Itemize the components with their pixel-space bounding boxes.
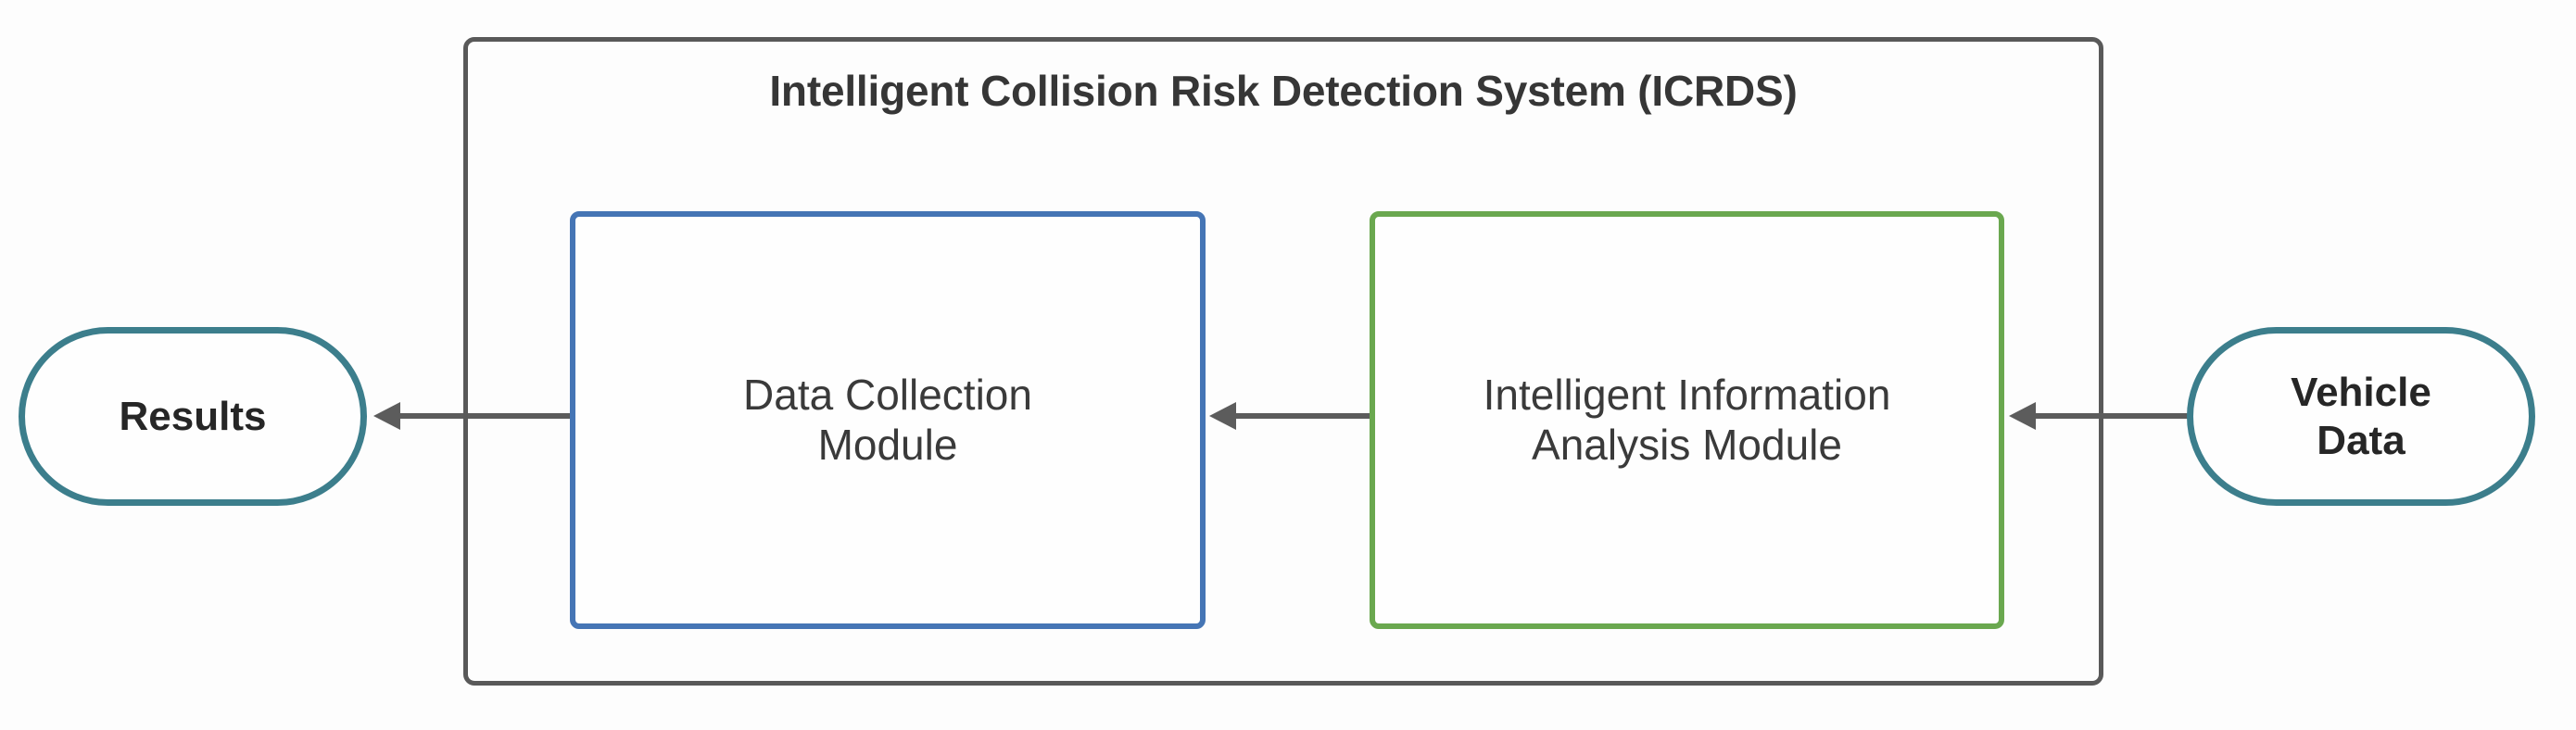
- label-line-2: Module: [817, 420, 958, 469]
- edge-analysis-to-collection: [1209, 402, 1374, 430]
- edge-shaft: [2033, 413, 2191, 419]
- node-results[interactable]: Results: [19, 327, 367, 506]
- arrowhead-left-icon: [373, 402, 400, 430]
- label-line-2: Data: [2317, 417, 2406, 463]
- edge-shaft: [1233, 413, 1374, 419]
- label-line-1: Intelligent Information: [1483, 371, 1891, 420]
- node-results-label: Results: [119, 393, 267, 439]
- label-line-2: Analysis Module: [1532, 420, 1842, 469]
- arrowhead-left-icon: [2009, 402, 2036, 430]
- page-title: Intelligent Collision Risk Detection Sys…: [769, 67, 1798, 115]
- system-boundary-container: Intelligent Collision Risk Detection Sys…: [463, 37, 2103, 686]
- label-line-1: Data Collection: [743, 371, 1032, 420]
- edge-vehicle-to-analysis: [2009, 402, 2191, 430]
- label-line-1: Vehicle: [2291, 369, 2431, 415]
- arrowhead-left-icon: [1209, 402, 1236, 430]
- edge-collection-to-results: [373, 402, 574, 430]
- edge-shaft: [398, 413, 574, 419]
